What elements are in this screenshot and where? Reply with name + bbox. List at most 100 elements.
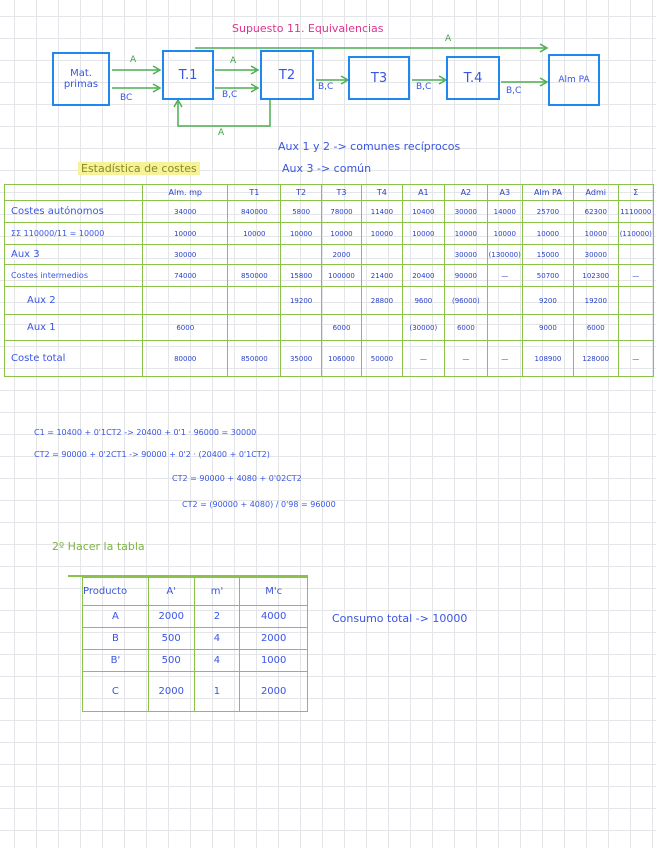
table-cell: (30000) (401, 314, 446, 341)
table-cell: 10000 (280, 222, 322, 245)
table-cell (280, 314, 322, 341)
table-cell (227, 286, 282, 315)
table-cell: 19200 (572, 286, 619, 315)
table-cell: 30000 (444, 200, 488, 223)
table-cell: 30000 (444, 244, 488, 265)
table-cell: 15800 (280, 264, 322, 287)
node-t4: T.4 (446, 56, 500, 100)
table-cell (617, 244, 655, 265)
node-t3: T3 (348, 56, 410, 100)
header-cell: m' (193, 577, 241, 606)
table-cell: 30000 (142, 244, 229, 265)
header-cell: A' (147, 577, 195, 606)
table-header-row: Alm. mp T1 T2 T3 T4 A1 A2 A3 Alm PA Admi… (3, 184, 655, 201)
table-cell: — (444, 340, 488, 377)
table-cell: 25700 (521, 200, 574, 223)
table-cell: 4000 (239, 605, 308, 628)
table-cell: — (486, 264, 523, 287)
table-cell: A (82, 605, 149, 628)
label-t2-t3: B,C (318, 82, 334, 92)
cost-table: Alm. mp T1 T2 T3 T4 A1 A2 A3 Alm PA Admi… (3, 184, 655, 377)
label-t1-t2-top: A (230, 56, 237, 66)
label-t3-t4: B,C (416, 82, 432, 92)
table-cell: 108900 (521, 340, 574, 377)
node-alm-pa: Alm PA (548, 54, 600, 106)
table-row: Coste total 80000 850000 35000 106000 50… (3, 340, 655, 377)
table-cell: 500 (147, 627, 195, 650)
table-cell: 1 (193, 671, 241, 712)
table-cell: 15000 (521, 244, 574, 265)
table-cell: 850000 (227, 264, 282, 287)
table-cell: 20400 (401, 264, 446, 287)
row-label: ΣΣ 110000/11 = 10000 (3, 222, 144, 245)
equation-1: C1 = 10400 + 0'1CT2 -> 20400 + 0'1 · 960… (34, 428, 257, 437)
table-cell (361, 314, 403, 341)
equation-4: CT2 = (90000 + 4080) / 0'98 = 96000 (182, 500, 336, 509)
row-label: Coste total (3, 340, 144, 377)
header-cell: Admi (572, 184, 619, 201)
consumo-total: Consumo total -> 10000 (332, 612, 468, 625)
row-label: Costes autónomos (3, 200, 144, 223)
table-header-row: Producto A' m' M'c (82, 577, 308, 606)
table-cell: 9600 (401, 286, 446, 315)
label-feedback: A (218, 128, 225, 138)
table-cell: 10000 (521, 222, 574, 245)
table-cell: 102300 (572, 264, 619, 287)
table-cell: 21400 (361, 264, 403, 287)
table-cell: 1110000 (617, 200, 655, 223)
equation-2: CT2 = 90000 + 0'2CT1 -> 90000 + 0'2 · (2… (34, 450, 270, 459)
flow-diagram (112, 43, 549, 127)
table-row: B 500 4 2000 (82, 627, 308, 650)
table-cell (486, 314, 523, 341)
table-cell: 6000 (142, 314, 229, 341)
table-cell: 128000 (572, 340, 619, 377)
table-cell: — (617, 264, 655, 287)
header-cell: T1 (227, 184, 282, 201)
header-cell: T2 (280, 184, 322, 201)
table-cell: 14000 (486, 200, 523, 223)
table-cell: 9000 (521, 314, 574, 341)
table-cell: 35000 (280, 340, 322, 377)
table-cell: 2000 (147, 671, 195, 712)
row-label: Aux 2 (3, 286, 144, 315)
note-aux3: Aux 3 -> común (282, 162, 372, 175)
table-cell: 11400 (361, 200, 403, 223)
table-cell: B' (82, 649, 149, 672)
divider (68, 575, 308, 577)
table-cell: 6000 (572, 314, 619, 341)
table-cell: 34000 (142, 200, 229, 223)
table-row: Aux 2 19200 28800 9600 (96000) 9200 1920… (3, 286, 655, 315)
table-cell: 50700 (521, 264, 574, 287)
table-cell (617, 286, 655, 315)
table-cell: 2000 (239, 671, 308, 712)
table-cell: 10000 (361, 222, 403, 245)
table-cell: (110000) (617, 222, 655, 245)
row-label: Aux 3 (3, 244, 144, 265)
table-cell: 10000 (142, 222, 229, 245)
table-cell (361, 244, 403, 265)
table-cell: 500 (147, 649, 195, 672)
table-cell: 1000 (239, 649, 308, 672)
table-cell: 80000 (142, 340, 229, 377)
table-cell (227, 314, 282, 341)
table-cell: 62300 (572, 200, 619, 223)
table-cell: 2000 (239, 627, 308, 650)
table-cell: 10400 (401, 200, 446, 223)
table-cell (142, 286, 229, 315)
table-cell: 28800 (361, 286, 403, 315)
product-table: Producto A' m' M'c A 2000 2 4000 B 500 4… (82, 577, 308, 712)
label-t4-alm: B,C (506, 86, 522, 96)
header-cell: T3 (320, 184, 363, 201)
table-row: ΣΣ 110000/11 = 10000 10000 10000 10000 1… (3, 222, 655, 245)
table-cell: 74000 (142, 264, 229, 287)
table-row: Costes intermedios 74000 850000 15800 10… (3, 264, 655, 287)
table-cell: (130000) (486, 244, 523, 265)
table-cell: 4 (193, 627, 241, 650)
step2-heading: 2º Hacer la tabla (52, 540, 145, 553)
label-top: A (445, 34, 452, 44)
table-row: C 2000 1 2000 (82, 671, 308, 712)
node-t2: T2 (260, 50, 314, 100)
header-cell: A2 (444, 184, 488, 201)
table-cell (227, 244, 282, 265)
header-cell: Σ (617, 184, 655, 201)
